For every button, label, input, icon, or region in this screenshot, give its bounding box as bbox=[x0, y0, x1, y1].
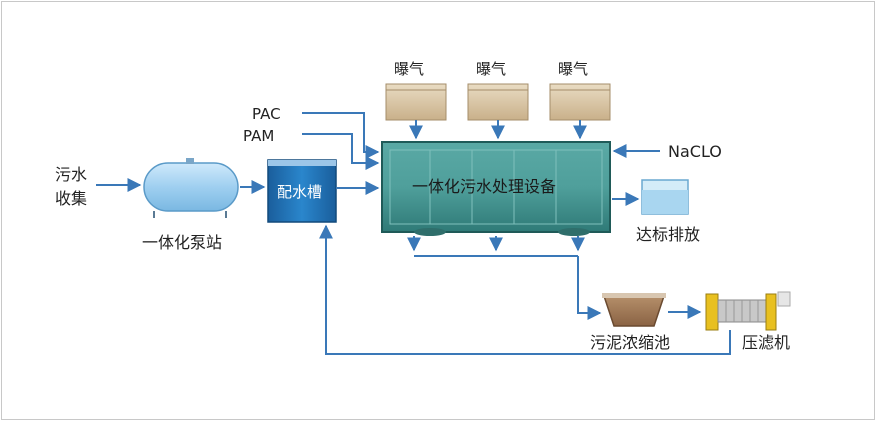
pam-label: PAM bbox=[243, 127, 274, 145]
filtrate-return-arrow bbox=[319, 224, 731, 355]
aeration-label-2: 曝气 bbox=[476, 60, 506, 78]
collector-to-sludge-tank-arrow bbox=[577, 256, 602, 320]
sludge-tank-icon bbox=[602, 293, 666, 327]
discharge-label: 达标排放 bbox=[636, 225, 700, 244]
aeration-label-1: 曝气 bbox=[394, 60, 424, 78]
filter-press-label: 压滤机 bbox=[742, 333, 790, 352]
pump-station-icon bbox=[143, 158, 239, 218]
aeration-unit-3: 曝气 bbox=[549, 60, 611, 140]
main-treatment-equipment bbox=[381, 141, 611, 236]
discharge-tank-icon bbox=[641, 179, 689, 215]
main-equipment-label: 一体化污水处理设备 bbox=[412, 177, 556, 196]
source-label-line2: 收集 bbox=[55, 189, 87, 208]
mixing-tank-icon bbox=[267, 159, 337, 223]
naclo-label: NaCLO bbox=[668, 142, 722, 161]
pac-dosing-arrow bbox=[302, 112, 380, 159]
source-label-line1: 污水 bbox=[55, 165, 87, 184]
filter-press-icon bbox=[705, 291, 791, 331]
pam-dosing-arrow bbox=[302, 133, 380, 170]
pump-station-label: 一体化泵站 bbox=[142, 233, 222, 252]
aeration-label-3: 曝气 bbox=[558, 60, 588, 78]
sludge-tank-label: 污泥浓缩池 bbox=[590, 333, 670, 352]
mixing-tank-label: 配水槽 bbox=[277, 183, 322, 201]
pac-label: PAC bbox=[252, 105, 281, 123]
aeration-unit-2: 曝气 bbox=[467, 60, 529, 140]
aeration-unit-1: 曝气 bbox=[385, 60, 447, 140]
